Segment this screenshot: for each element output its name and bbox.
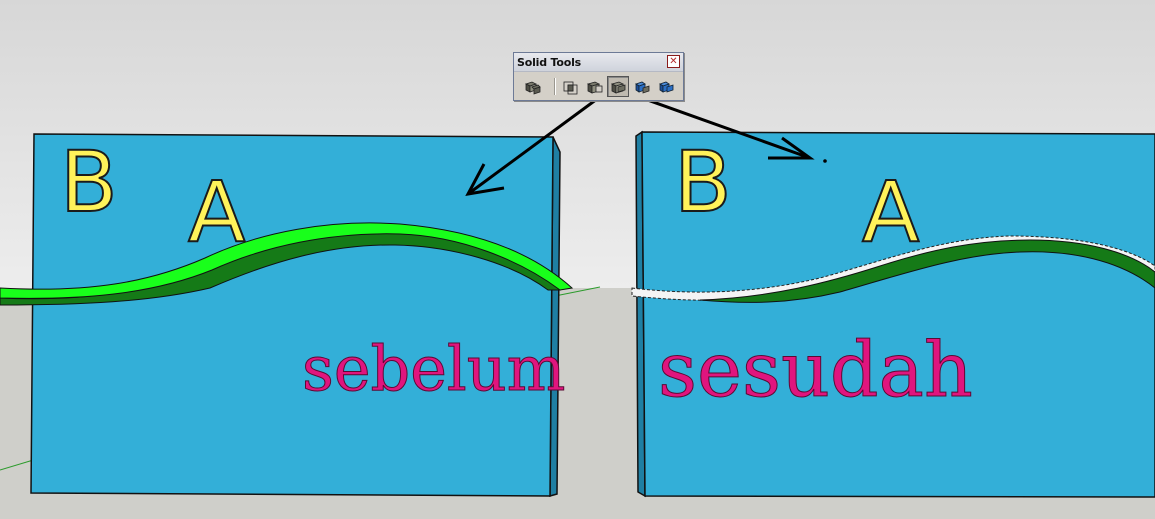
- right-box-face: [641, 131, 1155, 498]
- right-solid-dark: [699, 239, 1155, 303]
- left-box-face: [30, 133, 554, 497]
- right-label-a: A: [861, 163, 920, 261]
- right-box[interactable]: [635, 130, 1155, 498]
- trim-tool-button[interactable]: [607, 76, 629, 97]
- left-label-a: A: [187, 163, 246, 261]
- toolbar-title-bar[interactable]: Solid Tools ✕: [514, 53, 683, 72]
- union-tool-button[interactable]: [521, 76, 543, 97]
- toolbar-close-button[interactable]: ✕: [667, 55, 680, 68]
- left-green-solid[interactable]: [0, 222, 574, 306]
- intersect-tool-icon: [563, 81, 578, 95]
- subtract-tool-button[interactable]: [583, 76, 605, 97]
- left-label-b: B: [59, 133, 119, 231]
- trim-tool-icon: [610, 81, 626, 94]
- toolbar-title: Solid Tools: [517, 56, 581, 69]
- left-box[interactable]: [30, 133, 561, 497]
- toolbar-separator: [554, 78, 556, 95]
- left-caption: sebelum: [301, 332, 566, 405]
- right-trimmed-solid[interactable]: [631, 235, 1155, 303]
- right-label-b: B: [673, 133, 733, 231]
- intersect-tool-button[interactable]: [559, 76, 581, 97]
- toolbar-tools: [517, 75, 681, 99]
- subtract-tool-icon: [586, 81, 603, 94]
- outer-shell-tool-icon: [659, 81, 674, 93]
- left-solid-top: [0, 222, 574, 299]
- right-caption: sesudah: [658, 325, 974, 414]
- union-tool-icon: [524, 81, 541, 95]
- arrow-left-line: [467, 86, 613, 196]
- arrow-right-head: [768, 136, 815, 160]
- solid-tools-toolbar[interactable]: Solid Tools ✕: [513, 52, 684, 101]
- split-tool-icon: [635, 81, 650, 94]
- arrow-dot: [823, 159, 827, 163]
- split-tool-button[interactable]: [631, 76, 653, 97]
- outer-shell-tool-button[interactable]: [655, 76, 677, 97]
- arrow-left-head: [465, 163, 505, 196]
- green-axis-far: [554, 286, 601, 297]
